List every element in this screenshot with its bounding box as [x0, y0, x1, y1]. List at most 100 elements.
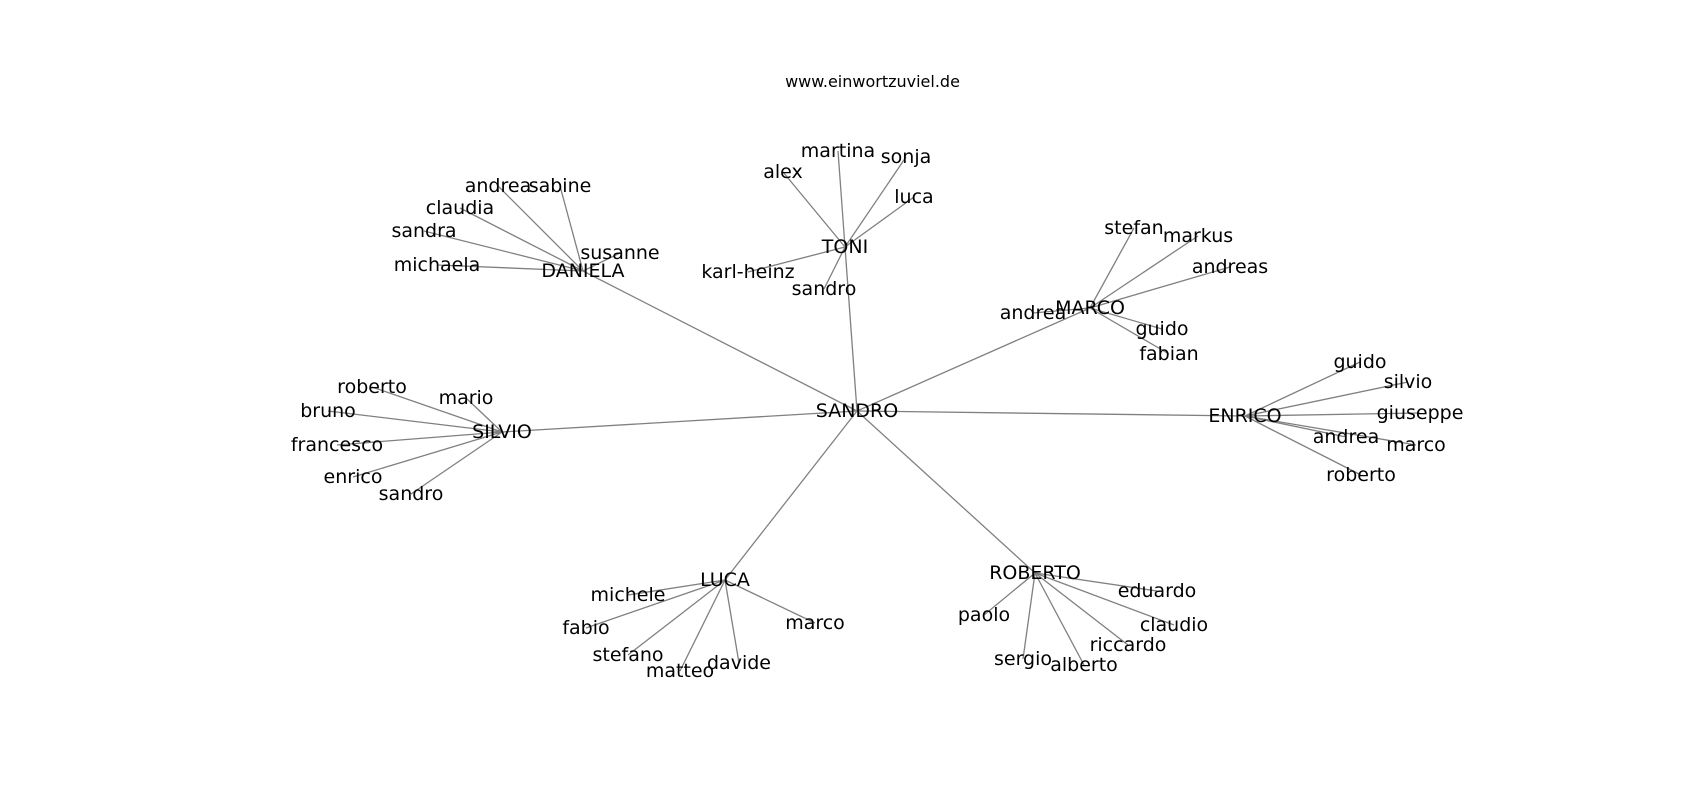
edge-luca-fabio [585, 579, 726, 629]
group-node-label: TONI [821, 236, 868, 258]
leaf-node-label: silvio [1384, 371, 1433, 393]
group-node-label: ROBERTO [989, 562, 1081, 584]
leaf-node-label: andrea [1313, 426, 1379, 448]
leaf-node-label: michaela [394, 254, 481, 276]
leaf-node-label: sergio [994, 648, 1052, 670]
leaf-node-label: fabian [1139, 343, 1198, 365]
edge-roberto-riccardo [1034, 572, 1129, 646]
leaf-node-label: claudio [1140, 614, 1208, 636]
edge-enrico-giuseppe [1244, 412, 1421, 417]
edge-roberto-claudio [1034, 572, 1175, 626]
leaf-node-label: giuseppe [1377, 402, 1464, 424]
edge-luca-matteo [679, 579, 726, 672]
group-node-label: MARCO [1055, 297, 1125, 319]
edge-roberto-paolo [983, 572, 1036, 616]
leaf-node-label: mario [439, 387, 494, 409]
edge-toni-sonja [844, 156, 907, 248]
leaf-node-label: stefano [592, 644, 663, 666]
leaf-node-label: davide [707, 652, 771, 674]
leaf-node-label: martina [801, 140, 875, 162]
leaf-node-label: stefan [1104, 217, 1163, 239]
edge-luca-davide [724, 579, 740, 664]
leaf-node-label: sonja [881, 146, 932, 168]
edge-roberto-sergio [1022, 572, 1036, 660]
edge-daniela-claudia [459, 207, 584, 272]
leaf-node-label: sandro [792, 278, 857, 300]
leaf-node-label: matteo [646, 660, 714, 682]
page-title: www.einwortzuviel.de [785, 72, 960, 91]
center-node-label: SANDRO [816, 400, 898, 422]
edge-toni-luca [844, 196, 915, 248]
group-node-label: DANIELA [541, 260, 624, 282]
edge-center-enrico [856, 410, 1246, 417]
leaf-node-label: francesco [291, 434, 383, 456]
leaf-node-label: roberto [337, 376, 407, 398]
leaf-node-label: guido [1333, 351, 1386, 373]
leaf-node-label: marco [785, 612, 845, 634]
leaf-node-label: paolo [958, 604, 1010, 626]
leaf-node-label: claudia [426, 197, 494, 219]
edge-marco-andreas [1089, 266, 1231, 309]
edge-center-toni [844, 246, 858, 412]
leaf-node-label: alberto [1050, 654, 1118, 676]
leaf-node-label: bruno [300, 400, 356, 422]
leaf-node-label: sandro [379, 483, 444, 505]
edge-marco-guido [1089, 307, 1163, 330]
edge-marco-andrea [1032, 307, 1091, 314]
edge-center-silvio [501, 410, 858, 433]
leaf-node-label: riccardo [1090, 634, 1167, 656]
leaf-node-label: sabine [529, 175, 592, 197]
leaf-node-label: luca [894, 186, 933, 208]
group-node-label: SILVIO [472, 421, 532, 443]
edge-daniela-susanne [582, 252, 621, 272]
edge-roberto-eduardo [1034, 572, 1158, 592]
edge-marco-markus [1089, 235, 1199, 309]
leaf-node-label: roberto [1326, 464, 1396, 486]
edge-enrico-guido [1244, 361, 1361, 417]
edge-toni-karl-heinz [747, 246, 846, 273]
edge-daniela-andrea [497, 185, 584, 272]
leaf-node-label: susanne [580, 242, 659, 264]
edge-silvio-enrico [352, 431, 503, 478]
leaf-node-label: enrico [324, 466, 383, 488]
edge-luca-stefano [627, 579, 726, 656]
leaf-node-label: markus [1163, 225, 1233, 247]
leaf-node-label: andrea [465, 175, 531, 197]
edge-toni-alex [782, 171, 846, 248]
leaf-node-label: michele [591, 584, 666, 606]
group-node-label: ENRICO [1208, 405, 1281, 427]
edge-silvio-roberto [371, 386, 503, 433]
leaf-node-label: marco [1386, 434, 1446, 456]
group-node-label: LUCA [700, 569, 750, 591]
edge-marco-fabian [1089, 307, 1170, 355]
edge-silvio-sandro [410, 431, 503, 495]
leaf-node-label: andrea [1000, 302, 1066, 324]
edge-silvio-mario [465, 397, 503, 433]
edge-luca-michele [627, 579, 726, 596]
leaf-node-label: karl-heinz [701, 261, 794, 283]
leaf-node-label: sandra [391, 220, 456, 242]
edge-daniela-michaela [436, 264, 584, 272]
leaf-node-label: alex [763, 161, 803, 183]
edge-center-daniela [582, 270, 858, 412]
edges-layer [327, 150, 1421, 672]
edge-daniela-sandra [423, 230, 584, 272]
leaf-node-label: eduardo [1118, 580, 1197, 602]
edge-enrico-marco [1244, 415, 1417, 446]
edge-toni-sandro [823, 246, 846, 290]
labels-layer: SANDRO TONI martina sonja alex luca karl-heinz… [291, 140, 1464, 682]
leaf-node-label: fabio [562, 617, 609, 639]
edge-enrico-silvio [1244, 381, 1409, 417]
leaf-node-label: andreas [1192, 256, 1268, 278]
edge-center-marco [856, 307, 1091, 412]
edge-silvio-francesco [336, 431, 503, 446]
edge-center-luca [724, 410, 858, 581]
edge-marco-stefan [1089, 227, 1135, 309]
edge-toni-martina [837, 150, 846, 248]
edge-enrico-roberto [1244, 415, 1362, 476]
edge-roberto-alberto [1034, 572, 1085, 666]
leaf-node-label: guido [1135, 318, 1188, 340]
edge-luca-marco [724, 579, 816, 624]
edge-center-roberto [856, 410, 1036, 574]
